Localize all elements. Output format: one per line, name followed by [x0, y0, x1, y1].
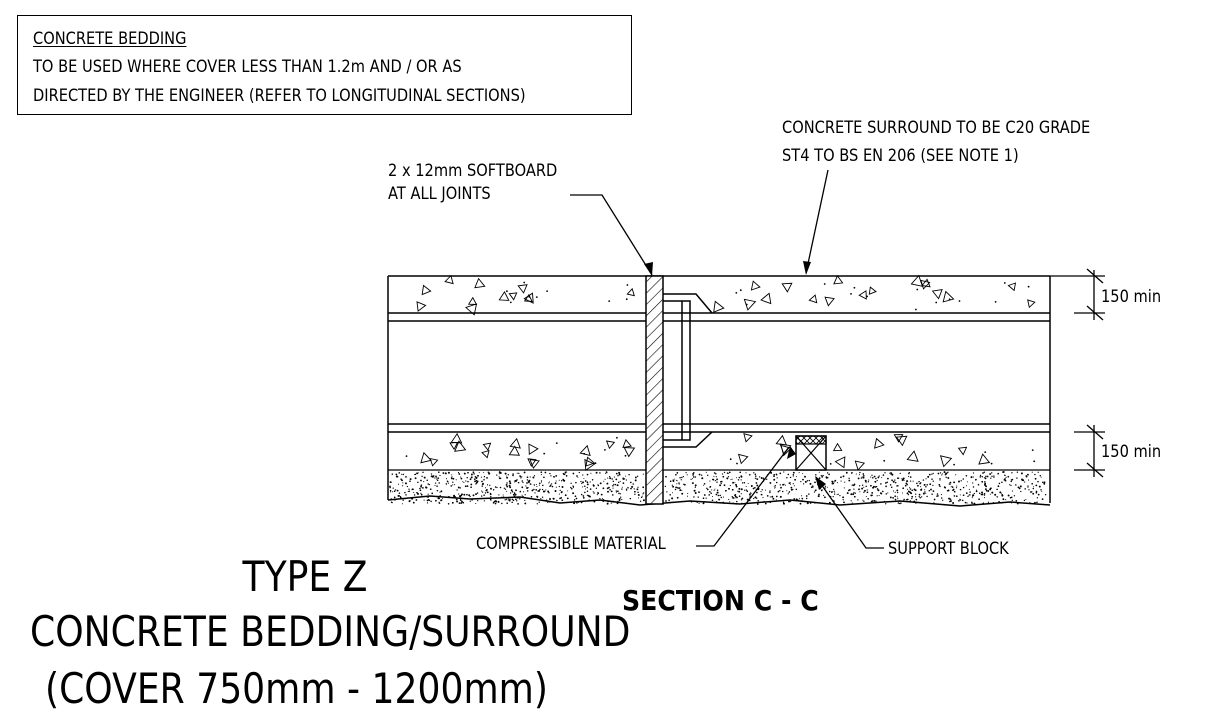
compressible-material — [795, 435, 827, 445]
surround-callout-line-2: ST4 TO BS EN 206 (SEE NOTE 1) — [782, 146, 1019, 166]
dimension-bottom-label: 150 min — [1101, 442, 1162, 462]
concrete-aggregate — [405, 274, 1036, 472]
softboard-joint — [645, 275, 664, 505]
support-block-label: SUPPORT BLOCK — [888, 539, 1009, 559]
note-box — [17, 15, 632, 115]
title-main: CONCRETE BEDDING/SURROUND — [30, 607, 631, 656]
title-cover: (COVER 750mm - 1200mm) — [45, 664, 548, 713]
dimension-top-label: 150 min — [1101, 287, 1162, 307]
support-block — [795, 435, 827, 471]
note-heading: CONCRETE BEDDING — [33, 29, 187, 49]
surround-callout-line-1: CONCRETE SURROUND TO BE C20 GRADE — [782, 118, 1091, 138]
pipe-walls — [388, 312, 1050, 433]
softboard-callout-line-1: 2 x 12mm SOFTBOARD — [388, 161, 558, 181]
dimension-lines — [1050, 268, 1105, 478]
note-line-2: DIRECTED BY THE ENGINEER (REFER TO LONGI… — [33, 86, 526, 106]
pipe-socket — [663, 293, 713, 448]
title-type: TYPE Z — [242, 552, 368, 601]
section-label: SECTION C - C — [622, 584, 819, 617]
leader-arrowheads — [644, 261, 826, 490]
note-line-1: TO BE USED WHERE COVER LESS THAN 1.2m AN… — [33, 57, 462, 77]
compressible-material-label: COMPRESSIBLE MATERIAL — [476, 534, 666, 554]
granular-bedding — [389, 471, 1047, 505]
leader-lines — [570, 169, 884, 549]
softboard-callout-line-2: AT ALL JOINTS — [388, 184, 491, 204]
